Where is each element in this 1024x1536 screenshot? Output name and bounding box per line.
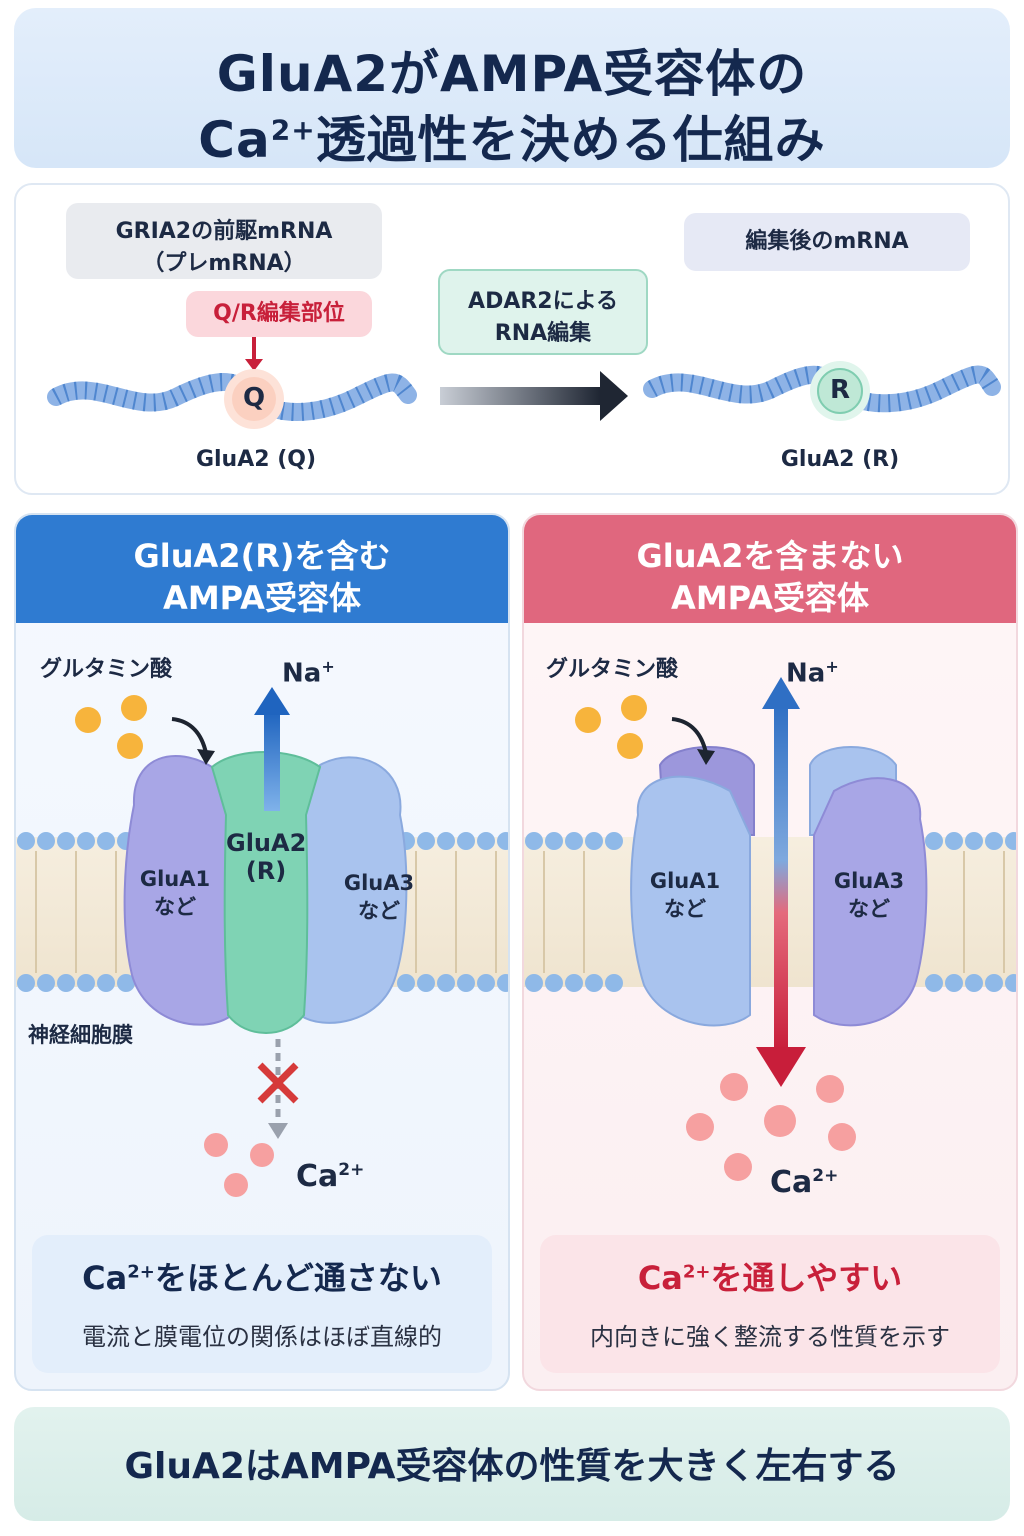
- post-mrna-label: 編集後のmRNA: [684, 213, 970, 271]
- right-subunit-glua1: [630, 775, 751, 1027]
- right-ca-arrow-head: [756, 1047, 806, 1087]
- left-ca-ion-3: [224, 1173, 248, 1197]
- right-membrane-body: [524, 837, 1016, 987]
- right-subunit-glua3: [813, 777, 928, 1027]
- left-column-glua2-r: GluA2(R)を含む AMPA受容体: [14, 513, 510, 1391]
- title-banner: GluA2がAMPA受容体の Ca2+透過性を決める仕組み: [14, 8, 1010, 169]
- title-line-2: Ca2+透過性を決める仕組み: [198, 111, 826, 169]
- right-ion-arrow-shaft: [774, 705, 788, 1051]
- right-na-arrow-head: [762, 677, 800, 709]
- left-na-arrow-shaft: [264, 711, 280, 811]
- right-membrane-heads: [525, 832, 1016, 992]
- left-glutamate-3: [117, 733, 143, 759]
- r-site-circle: [817, 368, 863, 414]
- right-na-label: Na+: [786, 657, 839, 689]
- right-ca-ion-1: [720, 1073, 748, 1101]
- right-ca-label: Ca2+: [770, 1165, 839, 1200]
- r-letter: R: [829, 375, 851, 405]
- r-caption: GluA2 (R): [780, 447, 900, 472]
- site-pointer-head: [245, 359, 263, 371]
- right-glutamate-1: [575, 707, 601, 733]
- left-block-x-2: [257, 1062, 299, 1104]
- right-glutamate-2: [621, 695, 647, 721]
- right-ca-ion-4: [764, 1105, 796, 1137]
- left-glutamate-2: [121, 695, 147, 721]
- title-line-1: GluA2がAMPA受容体の: [216, 45, 808, 103]
- right-glutamate-label: グルタミン酸: [546, 657, 679, 682]
- right-summary-subtitle: 内向きに強く整流する性質を示す: [590, 1323, 950, 1351]
- footer-text: GluA2はAMPA受容体の性質を大きく左右する: [124, 1446, 900, 1487]
- right-membrane-tails: [543, 851, 1005, 973]
- q-caption: GluA2 (Q): [195, 447, 317, 472]
- right-receptor-illustration: [524, 677, 1016, 1181]
- right-binding-arrow: [671, 717, 708, 754]
- editing-illustration: [47, 337, 1001, 429]
- left-summary-box: Ca2+をほとんど通さない 電流と膜電位の関係はほぼ直線的: [32, 1235, 492, 1373]
- right-summary-box: Ca2+を通しやすい 内向きに強く整流する性質を示す: [540, 1235, 1000, 1373]
- left-receptor-illustration: [16, 687, 508, 1197]
- adar2-label: ADAR2による RNA編集: [438, 269, 648, 355]
- process-arrow-shaft: [440, 387, 600, 405]
- q-site-circle: [232, 377, 276, 421]
- left-ca-blocked-head: [268, 1123, 288, 1139]
- pre-mrna-stripes: [51, 373, 416, 421]
- right-glutamate-3: [617, 733, 643, 759]
- left-ca-ion-2: [250, 1143, 274, 1167]
- left-na-arrow-head: [254, 687, 290, 715]
- right-ca-ion-2: [816, 1075, 844, 1103]
- left-subunit-glua1: [123, 754, 233, 1026]
- left-na-label: Na+: [282, 657, 335, 689]
- left-subunit-glua2-r: [210, 751, 322, 1034]
- editing-panel: GRIA2の前駆mRNA （プレmRNA） Q/R編集部位 ADAR2による R…: [14, 183, 1010, 495]
- right-ca-ion-3: [686, 1113, 714, 1141]
- q-letter: Q: [242, 383, 266, 413]
- right-ca-ion-5: [828, 1123, 856, 1151]
- pre-mrna-label: GRIA2の前駆mRNA （プレmRNA）: [66, 203, 382, 279]
- left-ca-ion-1: [204, 1133, 228, 1157]
- qr-site-label: Q/R編集部位: [186, 291, 372, 337]
- footer-banner: GluA2はAMPA受容体の性質を大きく左右する: [14, 1407, 1010, 1521]
- left-glua2-label: GluA2(R): [226, 829, 307, 885]
- left-subunit-glua3: [299, 756, 408, 1024]
- right-ca-ion-6: [724, 1153, 752, 1181]
- membrane-label: 神経細胞膜: [28, 1023, 133, 1047]
- left-glutamate-1: [75, 707, 101, 733]
- left-ca-label: Ca2+: [296, 1159, 365, 1194]
- left-summary-title: Ca2+をほとんど通さない: [82, 1259, 442, 1297]
- right-column-header: GluA2を含まない AMPA受容体: [524, 515, 1016, 623]
- left-column-header: GluA2(R)を含む AMPA受容体: [16, 515, 508, 623]
- left-membrane-tails: [35, 851, 497, 973]
- left-binding-arrow: [171, 717, 208, 754]
- right-binding-arrow-head: [697, 749, 715, 765]
- left-glutamate-label: グルタミン酸: [40, 657, 173, 682]
- left-binding-arrow-head: [197, 749, 215, 765]
- left-summary-subtitle: 電流と膜電位の関係はほぼ直線的: [82, 1323, 442, 1351]
- process-arrow-head: [600, 371, 628, 421]
- right-summary-title: Ca2+を通しやすい: [637, 1259, 903, 1297]
- right-column-no-glua2: GluA2を含まない AMPA受容体: [522, 513, 1018, 1391]
